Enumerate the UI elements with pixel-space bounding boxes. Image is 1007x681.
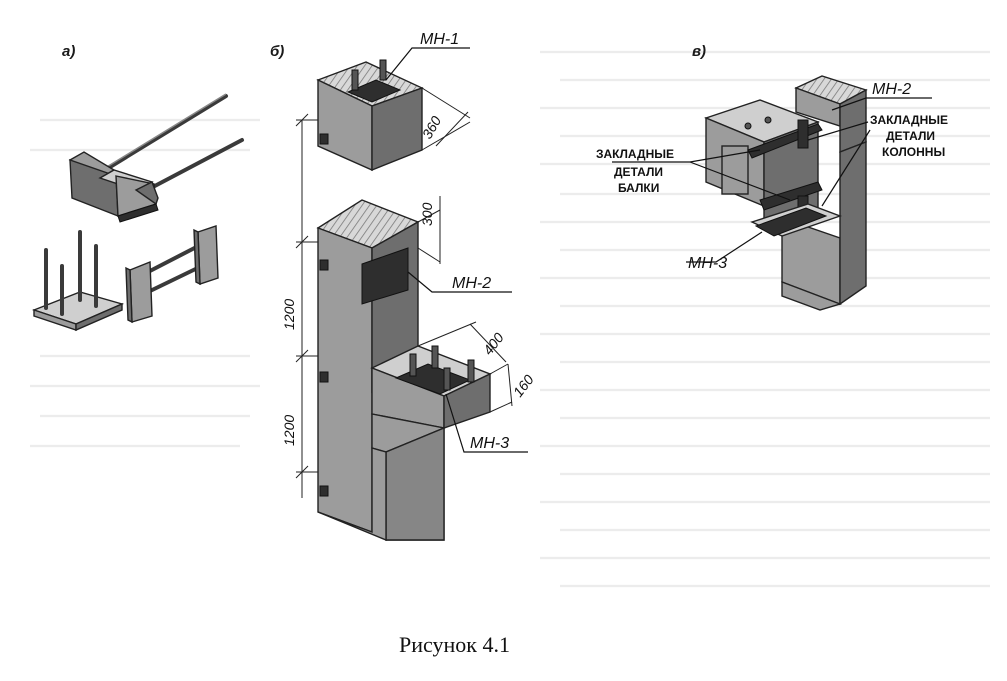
label-beam-details-line2: ДЕТАЛИ: [614, 165, 663, 179]
embedded-part-u-channel: [68, 93, 244, 223]
bleed-through-lines: [30, 50, 990, 588]
label-mn3: МН-3: [470, 435, 509, 452]
leaders-v: [612, 97, 932, 263]
column-top-fragment: [316, 59, 424, 172]
dimension-400: 400: [480, 329, 507, 357]
label-column-details-line3: КОЛОННЫ: [882, 145, 945, 159]
label-beam-details-line1: ЗАКЛАДНЫЕ: [596, 147, 674, 161]
dimension-300: 300: [419, 202, 435, 226]
embedded-part-anchor-plate: [31, 230, 125, 332]
leaders-b: [385, 47, 528, 453]
label-beam-details-line3: БАЛКИ: [618, 181, 659, 195]
dimension-1200-lower: 1200: [281, 415, 297, 446]
dimension-lines-b: [295, 87, 513, 498]
label-mn2: МН-2: [452, 275, 491, 292]
label-mn3-v: МН-3: [688, 255, 727, 272]
embedded-part-side-plate: [125, 225, 219, 324]
panel-label-a: а): [62, 43, 75, 60]
label-column-details-line1: ЗАКЛАДНЫЕ: [870, 113, 948, 127]
dimension-160: 160: [510, 371, 537, 399]
panel-label-v: в): [692, 43, 706, 60]
panel-label-b: б): [270, 43, 284, 60]
label-mn2-v: МН-2: [872, 81, 911, 98]
beam-column-joint: [703, 75, 868, 311]
column-with-console: [316, 199, 492, 542]
figure-caption: Рисунок 4.1: [399, 632, 510, 657]
dimension-1200-upper: 1200: [281, 299, 297, 330]
label-mn1: МН-1: [420, 31, 459, 48]
label-column-details-line2: ДЕТАЛИ: [886, 129, 935, 143]
